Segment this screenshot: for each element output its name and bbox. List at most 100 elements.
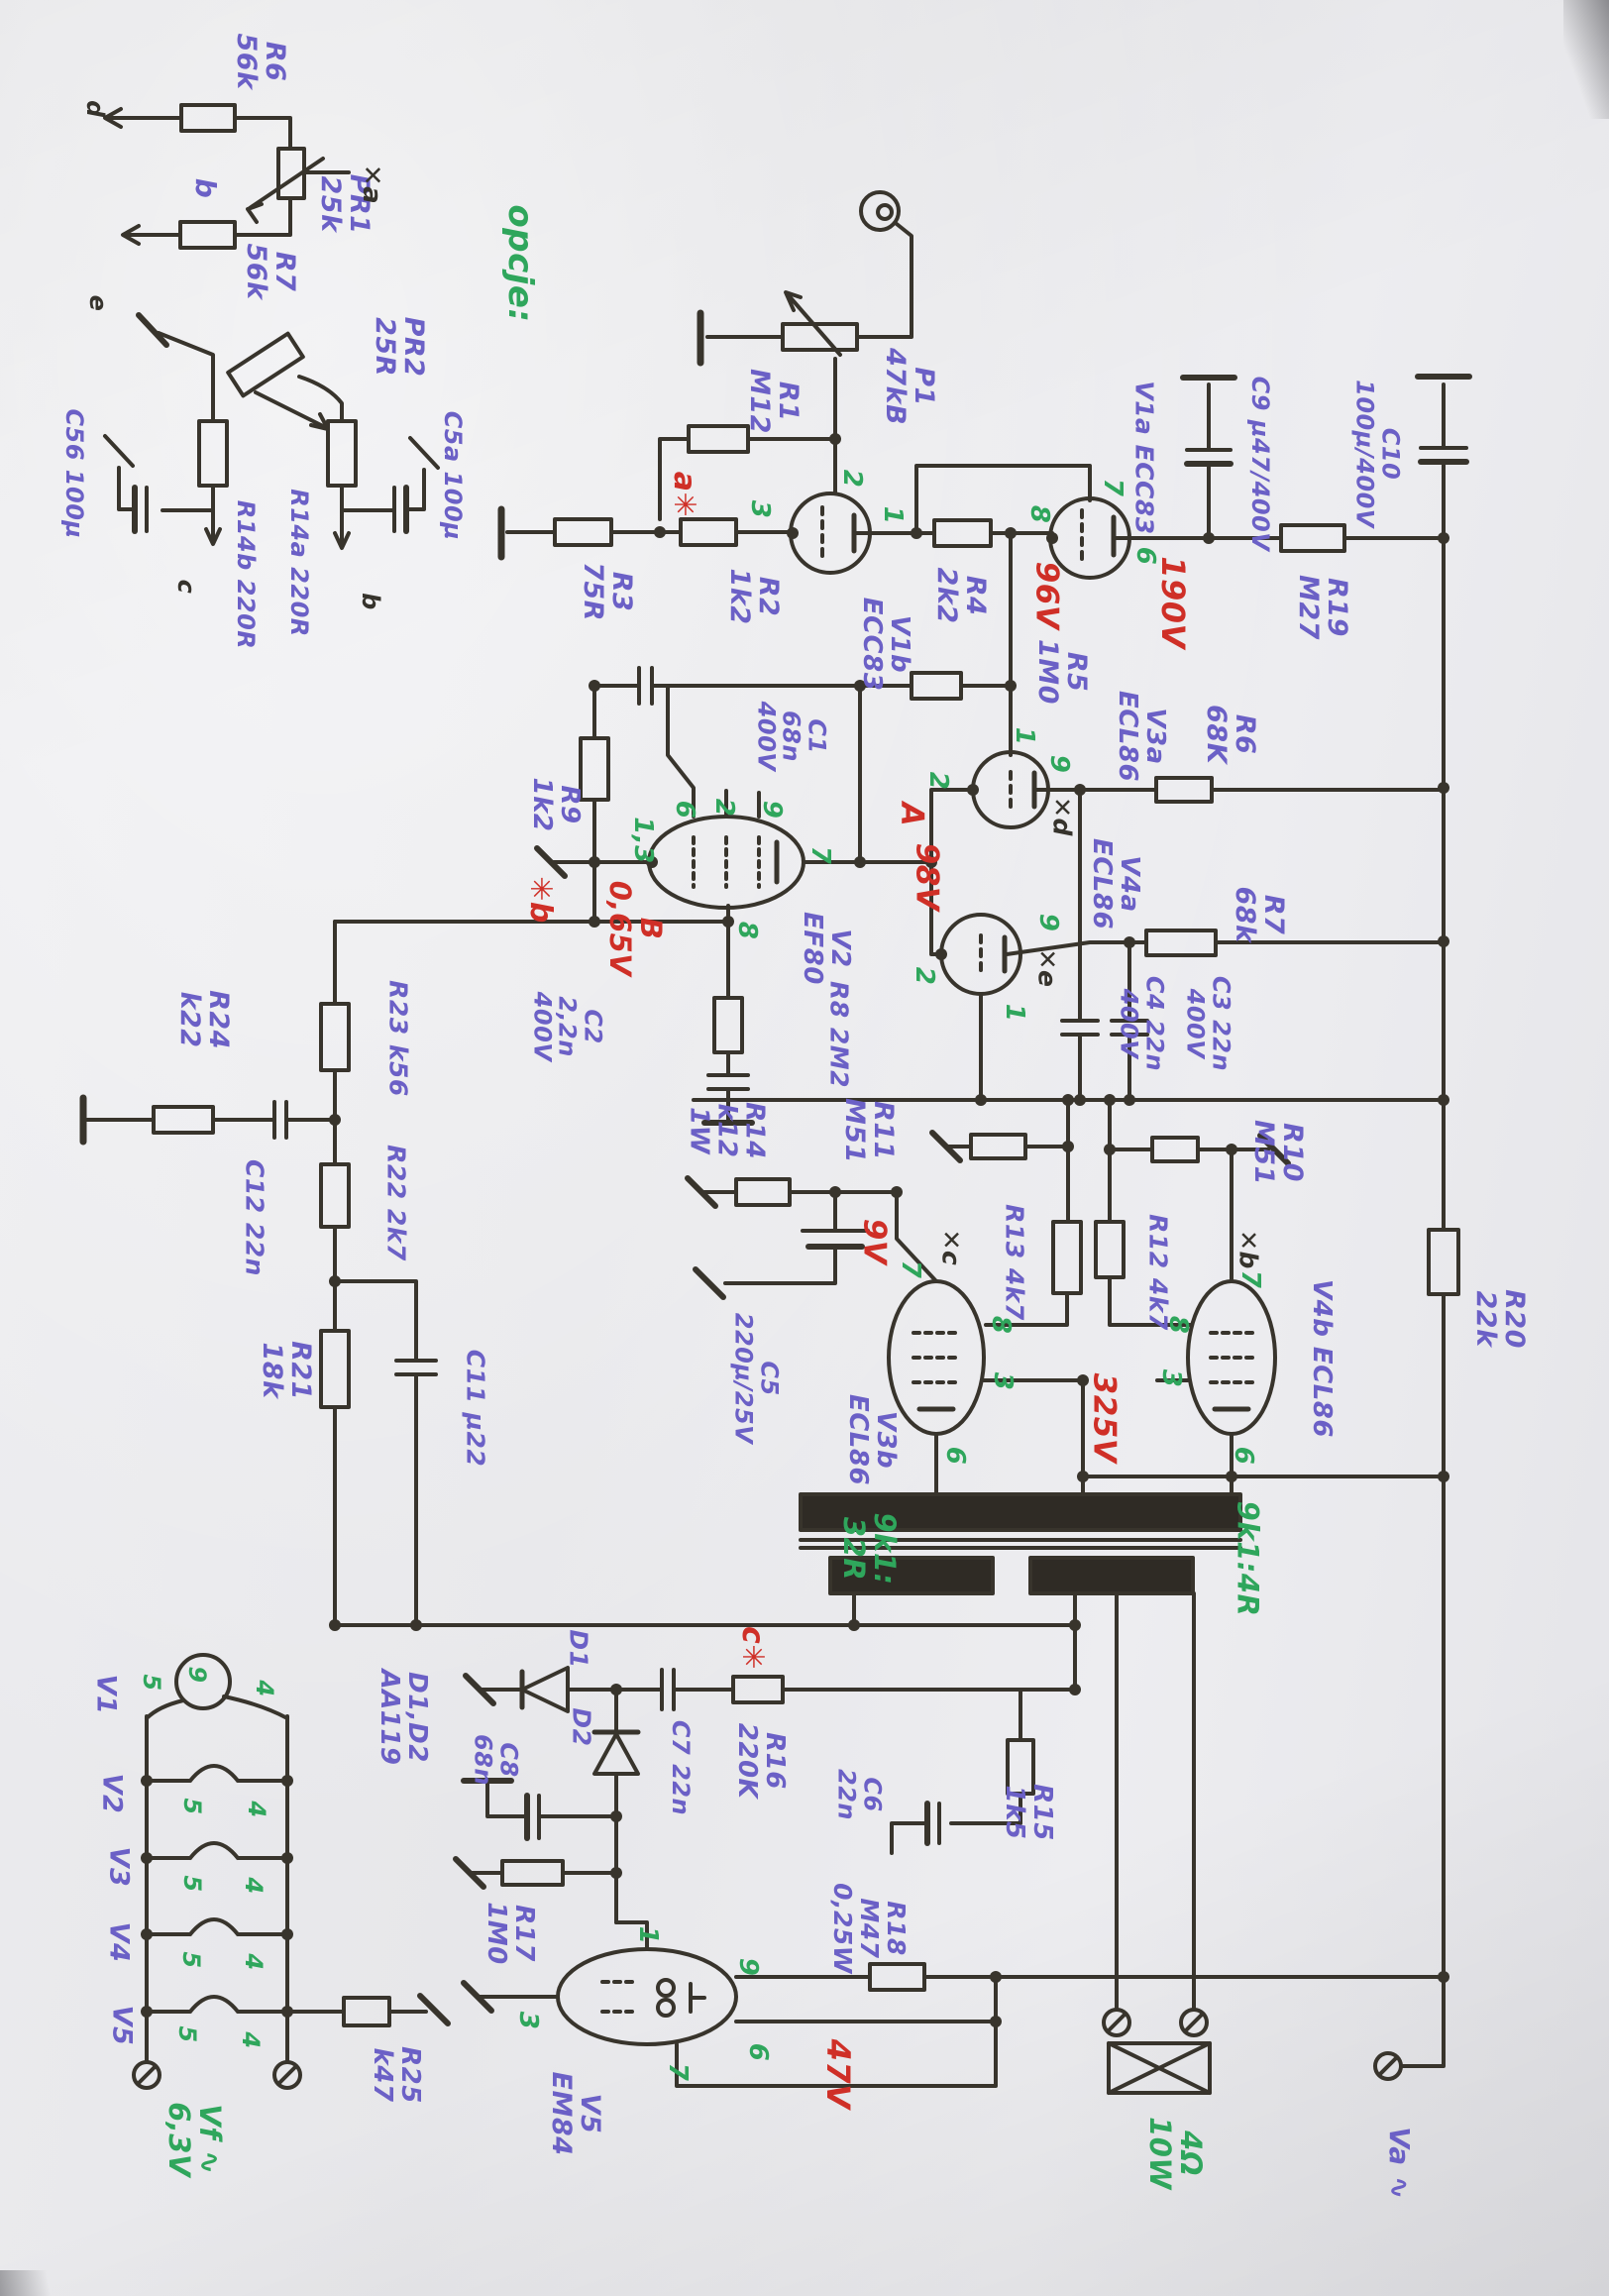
label-p1: P1 47kB	[880, 347, 939, 426]
label-r19: R19 M27	[1293, 575, 1352, 640]
label-r10: R10 M51	[1248, 1120, 1308, 1185]
label-v4a: V4a ECL86	[1087, 837, 1144, 930]
label-r6-option: R6 56k	[231, 33, 290, 90]
output-grid-network	[685, 1098, 1460, 1496]
input-stage	[497, 190, 1472, 1232]
label-c5a: C5a 100µ	[438, 410, 467, 541]
label-arrow-c: c	[171, 579, 200, 595]
label-96v: 96V	[1028, 561, 1065, 630]
label-r6-main: R6 68K	[1201, 705, 1260, 764]
label-v1b-pin2: 2	[836, 469, 867, 489]
label-r20: R20 22k	[1470, 1289, 1530, 1349]
label-d2: D2	[567, 1707, 596, 1747]
label-98v: 98V	[909, 842, 945, 912]
label-v4b-pin6: 6	[1228, 1446, 1258, 1466]
label-heater-v2: V2	[96, 1773, 128, 1814]
label-v5-pin6: 6	[742, 2042, 773, 2062]
label-v5-pin1: 1	[632, 1925, 663, 1945]
label-v2-pin7: 7	[804, 845, 835, 865]
label-d1: D1	[564, 1629, 593, 1669]
label-r8: R8 2M2	[824, 980, 854, 1089]
label-v1a-pin7: 7	[1097, 478, 1127, 497]
label-v3b: V3b ECL86	[843, 1393, 901, 1486]
label-r4: R4 2k2	[931, 567, 991, 624]
label-r18: R18 M47 0,25W	[828, 1883, 912, 1974]
label-r5: R5 1M0	[1032, 639, 1092, 705]
label-star-a: a✳	[667, 471, 702, 518]
label-v2-pin2: 2	[708, 798, 739, 818]
label-testpoint-b: ✕b	[1234, 1230, 1263, 1269]
label-v4b-pin8: 8	[1162, 1315, 1193, 1335]
label-c56: C56 100µ	[59, 408, 88, 539]
label-c8: C8 68n	[470, 1734, 523, 1786]
label-heater-pin4-v5: 4	[236, 2031, 265, 2049]
label-r14b: R14b 220R	[231, 499, 260, 650]
label-c12: C12 22n	[240, 1159, 269, 1276]
label-v4a-pin2: 2	[909, 966, 939, 986]
label-r9: R9 1k2	[527, 777, 585, 832]
label-v2-pin8: 8	[731, 921, 762, 940]
label-c10: C10 100µ/400V	[1351, 380, 1405, 528]
label-A: A	[894, 802, 930, 827]
label-v3b-pin7: 7	[895, 1259, 925, 1279]
label-v2: V2 EF80	[798, 912, 855, 985]
label-v4b-pin7: 7	[1234, 1269, 1265, 1289]
label-c4: C4 22n 400V	[1116, 975, 1169, 1072]
label-v4a-pin1: 1	[999, 1003, 1029, 1023]
label-v5-pin3: 3	[512, 2011, 543, 2030]
label-r24: R24 k22	[174, 990, 234, 1049]
label-v2-pin13: 1,3	[627, 817, 658, 864]
label-47v: 47V	[819, 2038, 858, 2110]
label-heater-pin9-v1: 9	[182, 1666, 211, 1684]
label-r14a: R14a 220R	[284, 489, 313, 637]
label-r3: R3 75R	[578, 562, 637, 621]
label-v4b-pin3: 3	[1155, 1368, 1186, 1388]
indicator-stage	[453, 1666, 1446, 2088]
label-v3b-pin8: 8	[985, 1315, 1016, 1335]
label-heater-pin4-v1: 4	[250, 1680, 278, 1697]
label-heater-pin4-v2: 4	[242, 1801, 270, 1818]
label-heater-pin5-v3: 5	[177, 1875, 206, 1893]
label-arrow-e: e	[83, 294, 112, 312]
label-arrow-d: d	[80, 100, 109, 118]
label-heater-pin5-v1: 5	[137, 1674, 165, 1692]
label-heater-v5: V5	[106, 2005, 138, 2046]
label-c9: C9 µ47/400V	[1245, 376, 1274, 552]
label-r16: R16 220K	[732, 1722, 790, 1800]
label-testpoint-c: ✕c	[936, 1229, 966, 1266]
label-heater-pin5-v5: 5	[172, 2025, 201, 2043]
feedback-network	[79, 920, 1077, 1627]
heater-chain	[132, 1653, 451, 2090]
label-heater-pin5-v4: 5	[176, 1951, 205, 1969]
label-c5: C5 220µ/25V	[730, 1312, 784, 1445]
label-v5-pin9: 9	[732, 1957, 763, 1977]
label-v4a-pin9: 9	[1032, 913, 1063, 932]
label-d1d2-type: D1,D2 AA119	[375, 1669, 432, 1766]
label-r22: R22 2k7	[381, 1145, 411, 1261]
label-heater-v4: V4	[103, 1921, 135, 1963]
label-heater-v3: V3	[103, 1846, 135, 1888]
label-heater-pin5-v2: 5	[177, 1798, 206, 1815]
label-r15: R15 1k5	[1000, 1784, 1057, 1841]
label-b-node: b	[188, 177, 222, 199]
output-transformer	[799, 1475, 1446, 2095]
label-pr2: PR2 25R	[370, 316, 429, 378]
label-v4b: V4b ECL86	[1306, 1279, 1337, 1438]
label-9v: 9V	[856, 1218, 893, 1265]
label-r14: R14 k12 1W	[685, 1102, 770, 1159]
label-B-065v: B 0,65V	[603, 880, 669, 977]
label-testpoint-d: ✕d	[1047, 797, 1077, 836]
label-r17: R17 1M0	[482, 1902, 539, 1965]
label-speaker: 4Ω 10W	[1143, 2117, 1209, 2190]
label-v5-pin7: 7	[662, 2062, 693, 2082]
label-v3a-pin2: 2	[922, 771, 953, 791]
label-r2: R2 1k2	[724, 568, 784, 625]
label-heater-v1: V1	[90, 1674, 122, 1715]
label-v2-pin9: 9	[756, 800, 787, 820]
label-r23: R23 k56	[383, 980, 413, 1097]
label-v2-pin6: 6	[669, 800, 699, 820]
label-transformer-ratio-left: 9k1: 32R	[837, 1512, 903, 1585]
label-v3b-pin6: 6	[939, 1446, 970, 1466]
driver-stage	[333, 666, 1446, 1126]
